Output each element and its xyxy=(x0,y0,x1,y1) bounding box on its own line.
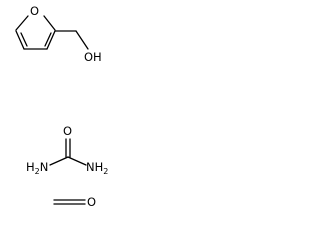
formaldehyde-structure: O xyxy=(53,195,96,209)
ring-bond-c2-c3 xyxy=(46,30,56,50)
ring-bond-o-c2 xyxy=(43,15,56,31)
urea-structure: O H2N NH2 xyxy=(26,124,108,176)
urea-right-amine-label: NH2 xyxy=(86,160,108,176)
furfuryl-alcohol-structure: O OH xyxy=(15,4,102,64)
urea-bond-c-right-n xyxy=(67,156,87,166)
urea-carbonyl-oxygen-label: O xyxy=(63,124,72,138)
bond-ch2-oh xyxy=(75,30,89,50)
formaldehyde-oxygen-label: O xyxy=(87,195,96,209)
hydroxyl-label: OH xyxy=(84,50,102,64)
ring-double-bond-c4-c5-inner xyxy=(20,32,28,47)
ring-oxygen-label: O xyxy=(30,4,39,18)
urea-left-amine-label: H2N xyxy=(26,160,48,176)
urea-bond-c-left-n xyxy=(49,156,69,166)
ring-bond-c4-c5 xyxy=(15,30,25,50)
ring-double-bond-c2-c3-inner xyxy=(44,32,52,47)
chemical-structures-canvas: O OH O H2N NH2 O xyxy=(15,4,108,209)
ring-bond-c5-o xyxy=(15,15,29,31)
